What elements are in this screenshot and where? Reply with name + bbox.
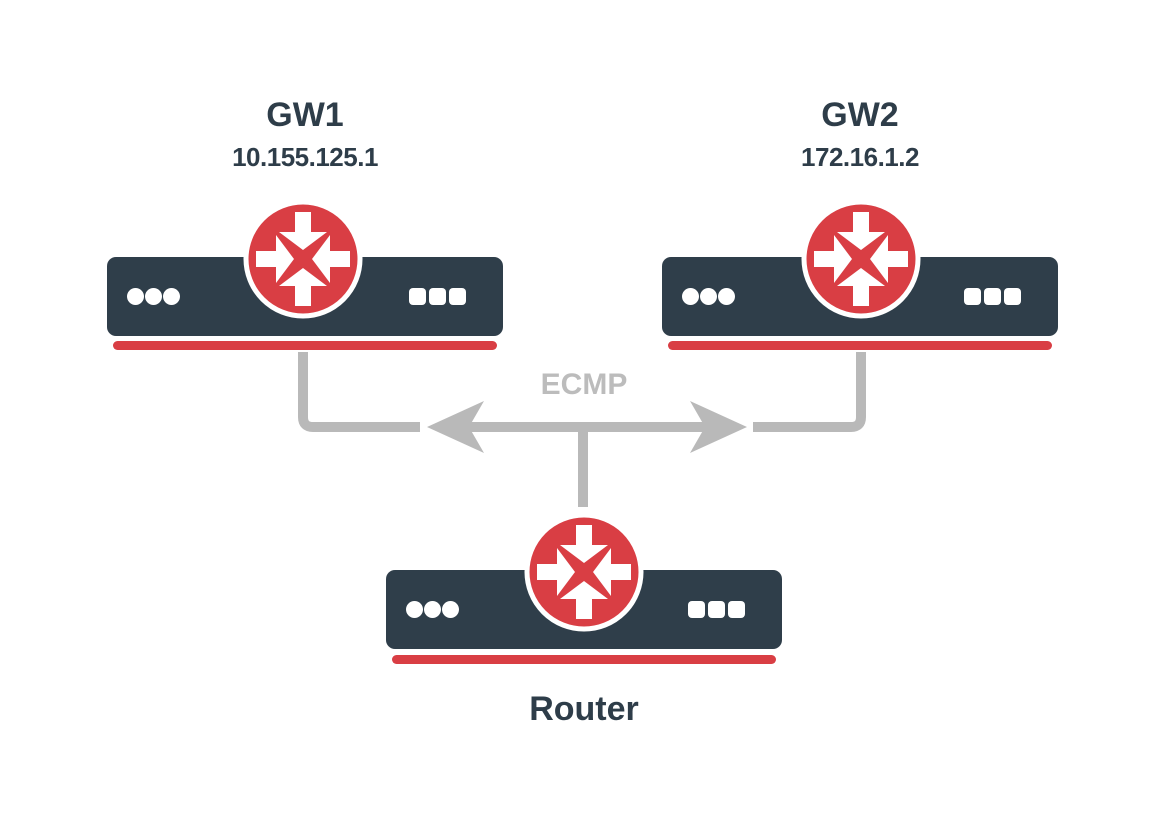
port-square xyxy=(449,288,466,305)
gw2-red-underline xyxy=(668,341,1052,350)
port-square xyxy=(688,601,705,618)
led-dot xyxy=(424,601,441,618)
led-dot xyxy=(145,288,162,305)
gw1-chassis xyxy=(107,257,503,336)
led-dots xyxy=(406,601,459,618)
led-dot xyxy=(700,288,717,305)
gw1-link-line xyxy=(298,352,420,432)
router-name-label: Router xyxy=(529,690,639,728)
led-dots xyxy=(127,288,180,305)
led-dot xyxy=(127,288,144,305)
port-square xyxy=(708,601,725,618)
gw2-link-line xyxy=(753,352,866,432)
port-square xyxy=(964,288,981,305)
gw2-ip-label: 172.16.1.2 xyxy=(801,142,919,172)
led-dots xyxy=(682,288,735,305)
port-squares xyxy=(964,288,1021,305)
gw2-name-label: GW2 xyxy=(821,96,899,134)
led-dot xyxy=(442,601,459,618)
router-red-underline xyxy=(392,655,776,664)
port-squares xyxy=(688,601,745,618)
router-icon xyxy=(238,194,368,324)
led-dot xyxy=(682,288,699,305)
led-dot xyxy=(163,288,180,305)
gw1-name-label: GW1 xyxy=(266,96,344,134)
router-icon xyxy=(796,194,926,324)
led-dot xyxy=(406,601,423,618)
gw1-ip-label: 10.155.125.1 xyxy=(232,142,378,172)
port-square xyxy=(1004,288,1021,305)
ecmp-label: ECMP xyxy=(540,368,628,401)
port-square xyxy=(728,601,745,618)
ecmp-arrowhead-left-icon xyxy=(427,401,484,453)
ecmp-arrowhead-right-icon xyxy=(690,401,747,453)
router-icon xyxy=(519,507,649,637)
port-square xyxy=(429,288,446,305)
port-square xyxy=(984,288,1001,305)
gw1-red-underline xyxy=(113,341,497,350)
port-squares xyxy=(409,288,466,305)
led-dot xyxy=(718,288,735,305)
port-square xyxy=(409,288,426,305)
